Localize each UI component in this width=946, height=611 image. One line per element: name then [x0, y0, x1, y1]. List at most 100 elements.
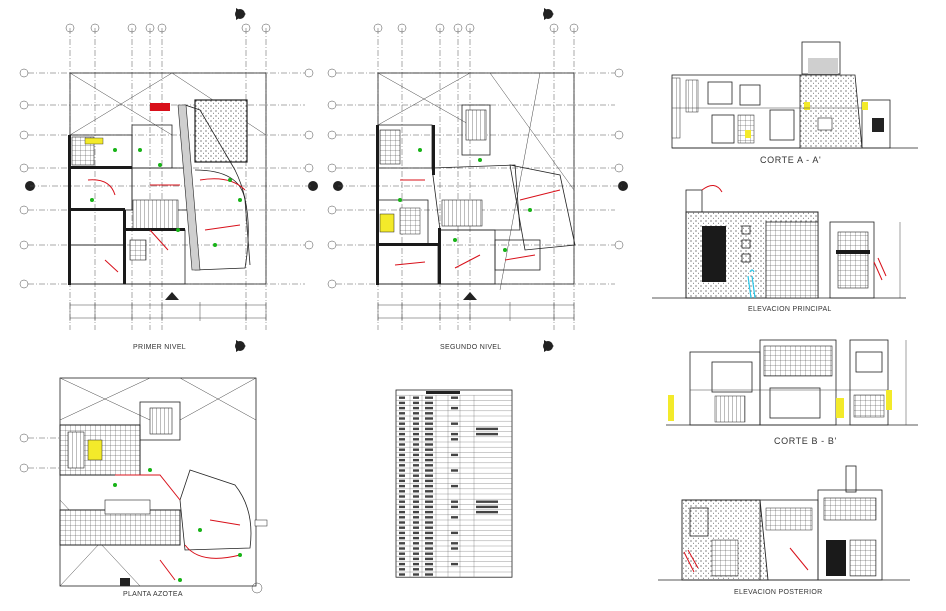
table-cell-mark [451, 422, 458, 425]
table-cell-mark [425, 531, 433, 535]
table-cell-mark [399, 417, 405, 420]
table-cell-mark [399, 568, 405, 571]
table-cell-mark [413, 432, 419, 436]
table-cell-mark [425, 401, 433, 405]
table-cell-mark [399, 552, 405, 555]
section-corte-aa: CORTE A - A' [671, 41, 918, 165]
table-cell-mark [451, 562, 458, 566]
table-cell-mark [451, 396, 458, 399]
section-corte-bb: CORTE B - B' [666, 339, 918, 446]
table-cell-mark [451, 484, 458, 488]
table-cell-mark [425, 516, 433, 519]
table-cell-mark [399, 427, 405, 431]
table-cell-mark [425, 427, 433, 431]
table-cell-mark [451, 500, 458, 503]
table-cell-mark [413, 510, 419, 514]
table-cell-mark [413, 458, 419, 462]
table-cell-mark [413, 396, 419, 399]
table-cell-mark [451, 406, 458, 410]
table-cell-mark [451, 469, 458, 472]
table-cell-mark [399, 469, 405, 472]
table-cell-mark [413, 417, 419, 420]
table-cell-mark [399, 438, 405, 441]
plan-segundo-nivel: SEGUNDO NIVEL [327, 8, 628, 352]
table-cell-mark [413, 500, 419, 503]
plan-azotea: PLANTA AZOTEA [19, 377, 268, 598]
table-cell-mark [451, 505, 458, 509]
table-cell-mark [399, 505, 405, 509]
table-cell-mark [413, 495, 419, 498]
table-cell-mark [399, 490, 405, 493]
table-cell-mark [413, 557, 419, 561]
table-cell-mark [413, 536, 419, 540]
table-cell-mark [413, 505, 419, 509]
label-primer-nivel: PRIMER NIVEL [133, 344, 186, 351]
table-cell-mark [413, 412, 419, 415]
table-cell-mark [399, 500, 405, 503]
table-cell-mark [399, 495, 405, 498]
table-cell-mark [399, 396, 405, 399]
table-cell-mark [425, 406, 433, 410]
table-cell-mark [425, 552, 433, 555]
table-cell-mark [425, 521, 433, 524]
table-cell-mark [425, 417, 433, 420]
table-cell-mark [399, 406, 405, 410]
table-cell-mark [425, 458, 433, 462]
table-cell-mark [413, 573, 419, 576]
table-cell-mark [399, 443, 405, 446]
label-segundo-nivel: SEGUNDO NIVEL [440, 344, 501, 351]
table-cell-mark [425, 396, 433, 399]
table-cell-mark [425, 432, 433, 436]
table-cell-mark [425, 557, 433, 561]
elevation-posterior: ELEVACION POSTERIOR [658, 465, 910, 596]
table-cell-mark [425, 573, 433, 576]
table-cell-mark [476, 500, 498, 503]
table-cell-mark [413, 568, 419, 571]
label-corte-aa: CORTE A - A' [760, 155, 821, 165]
table-cell-mark [399, 479, 405, 483]
label-elevacion-posterior: ELEVACION POSTERIOR [734, 589, 822, 596]
table-cell-mark [425, 484, 433, 488]
table-cell-mark [399, 448, 405, 451]
table-cell-mark [425, 510, 433, 514]
table-cell-mark [399, 562, 405, 566]
table-cell-mark [425, 469, 433, 472]
table-cell-mark [413, 401, 419, 405]
table-cell-mark [413, 474, 419, 477]
table-cell-mark [425, 562, 433, 566]
table-cell-mark [413, 479, 419, 483]
table-cell-mark [451, 542, 458, 545]
table-cell-mark [399, 557, 405, 561]
table-cell-mark [399, 422, 405, 425]
label-elevacion-principal: ELEVACION PRINCIPAL [748, 306, 832, 313]
table-cell-mark [413, 562, 419, 566]
table-cell-mark [451, 531, 458, 535]
table-cell-mark [425, 500, 433, 503]
table-cell-mark [425, 422, 433, 425]
table-cell-mark [451, 432, 458, 436]
table-cell-mark [413, 443, 419, 446]
table-cell-mark [413, 531, 419, 535]
elevation-principal: ELEVACION PRINCIPAL [652, 185, 906, 313]
table-cell-mark [425, 536, 433, 540]
table-cell-mark [413, 484, 419, 488]
table-cell-mark [425, 526, 433, 529]
table-cell-mark [425, 568, 433, 571]
table-cell-mark [425, 453, 433, 457]
table-cell-mark [413, 448, 419, 451]
table-cell-mark [399, 401, 405, 405]
table-cell-mark [413, 438, 419, 441]
table-cell-mark [425, 464, 433, 467]
table-cell-mark [413, 427, 419, 431]
table-cell-mark [399, 536, 405, 540]
table-cell-mark [425, 495, 433, 498]
table-cell-mark [413, 521, 419, 524]
table-cell-mark [425, 505, 433, 509]
table-cell-mark [413, 542, 419, 545]
table-cell-mark [451, 547, 458, 550]
table-cell-mark [425, 443, 433, 446]
table-cell-mark [399, 510, 405, 514]
label-corte-bb: CORTE B - B' [774, 436, 837, 446]
table-cell-mark [413, 490, 419, 493]
